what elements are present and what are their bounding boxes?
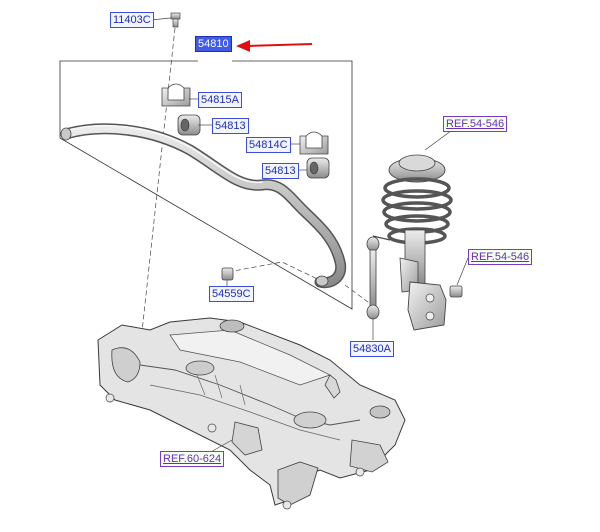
label-54559c[interactable]: 54559C: [209, 286, 254, 302]
label-54810[interactable]: 54810: [195, 36, 232, 52]
link-leader-line: [344, 284, 373, 306]
nut-54559c-part-icon: [221, 267, 234, 281]
label-54813-bottom[interactable]: 54813: [262, 163, 299, 179]
stabilizer-bar-part-icon: [60, 123, 347, 289]
label-54814c[interactable]: 54814C: [246, 137, 291, 153]
subframe-part-icon: [97, 317, 406, 510]
bracket-54815a-part-icon: [161, 83, 191, 107]
ref-link-strut-top[interactable]: REF.54-546: [443, 116, 508, 132]
red-pointer-arrow-icon: [236, 40, 313, 52]
bushing-54813-bottom-part-icon: [306, 157, 330, 179]
group-outline: [59, 60, 353, 310]
label-11403c[interactable]: 11403C: [110, 12, 154, 28]
bushing-54813-top-part-icon: [177, 114, 201, 136]
bolt-part-icon: [170, 12, 181, 28]
bolt-leader-line: [139, 27, 176, 351]
label-54813-top[interactable]: 54813: [212, 118, 249, 134]
label-54815a[interactable]: 54815A: [198, 92, 242, 108]
ref-link-strut-side[interactable]: REF.54-546: [468, 249, 533, 265]
nut-ref-leader-line: [456, 257, 469, 286]
strut-assembly-part-icon: [381, 154, 453, 331]
bracket-54814c-part-icon: [299, 131, 329, 155]
strut-nut-part-icon: [449, 285, 463, 298]
ref-link-subframe[interactable]: REF.60-624: [160, 451, 225, 467]
nut-leader-line: [227, 261, 331, 286]
label-54830a[interactable]: 54830A: [350, 341, 394, 357]
stabilizer-link-part-icon: [366, 235, 391, 320]
